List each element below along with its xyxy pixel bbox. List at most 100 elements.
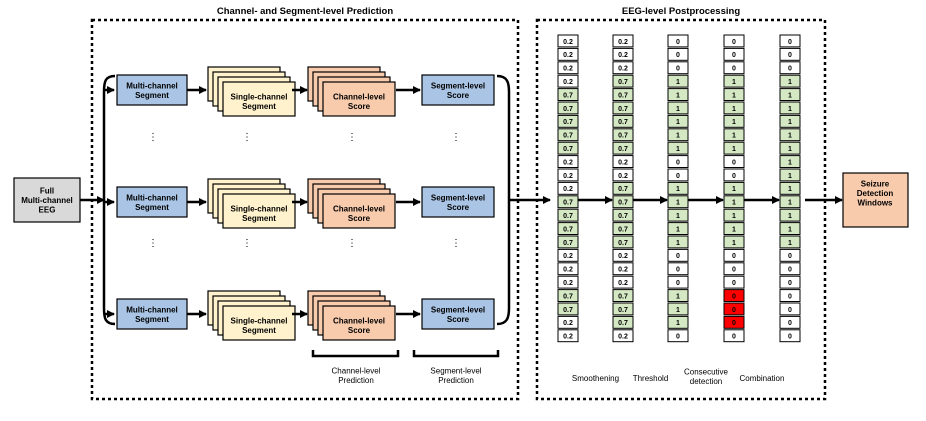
score-cell <box>557 168 579 182</box>
score-cell <box>557 289 579 303</box>
score-cell <box>612 235 634 249</box>
score-cell <box>667 168 689 182</box>
score-cell-value: 1 <box>676 240 680 247</box>
score-cell <box>612 61 634 75</box>
score-cell <box>612 248 634 262</box>
single-channel-segment-box <box>222 305 296 341</box>
score-cell-value: 0 <box>676 52 680 59</box>
fan-out-bracket <box>102 74 116 326</box>
score-cell <box>667 235 689 249</box>
score-cell-value: 0 <box>676 267 680 274</box>
score-cell-value: 0.2 <box>563 52 573 59</box>
score-cell <box>779 222 801 236</box>
score-cell-value: 1 <box>788 119 792 126</box>
score-cell-value: 0.2 <box>563 186 573 193</box>
score-cell-value: 0.7 <box>618 79 628 86</box>
score-cell-value: 1 <box>676 133 680 140</box>
score-cell-value: 0.7 <box>563 146 573 153</box>
score-cell-value: 0.7 <box>563 240 573 247</box>
score-cell-value: 0.2 <box>618 280 628 287</box>
score-cell <box>723 101 745 115</box>
score-cell-value: 1 <box>732 79 736 86</box>
ellipsis: ⋮ <box>347 238 357 249</box>
score-cell-value: 0.7 <box>618 240 628 247</box>
score-cell-value: 0.7 <box>618 293 628 300</box>
score-cell-value: 0.2 <box>563 79 573 86</box>
score-cell-value: 0.2 <box>563 320 573 327</box>
score-cell <box>723 155 745 169</box>
score-cell <box>612 168 634 182</box>
multi-channel-segment-box <box>116 186 188 218</box>
score-cell-value: 0 <box>732 320 736 327</box>
score-cell-value: 0.7 <box>563 213 573 220</box>
score-cell-value: 0 <box>732 66 736 73</box>
score-cell <box>612 289 634 303</box>
score-cell <box>557 114 579 128</box>
score-cell-value: 0 <box>732 334 736 341</box>
channel-level-score-box <box>322 81 396 117</box>
postprocessing-panel-title: EEG-level Postprocessing <box>622 6 740 17</box>
score-cell-value: 0.2 <box>563 39 573 46</box>
score-cell <box>723 181 745 195</box>
score-cell-value: 0.7 <box>563 226 573 233</box>
ellipsis-group: ⋮⋮⋮⋮⋮⋮⋮⋮ <box>148 132 461 249</box>
score-cell-value: 1 <box>676 213 680 220</box>
score-cell <box>723 235 745 249</box>
ellipsis: ⋮ <box>451 238 461 249</box>
score-cell-value: 0.2 <box>618 267 628 274</box>
score-cell <box>723 114 745 128</box>
score-cell-value: 0 <box>676 66 680 73</box>
score-cell <box>779 34 801 48</box>
score-cell <box>557 329 579 343</box>
score-cell-value: 0.7 <box>618 226 628 233</box>
score-cell <box>557 275 579 289</box>
score-cell-value: 0 <box>676 39 680 46</box>
score-cell <box>557 235 579 249</box>
score-cell-value: 0.7 <box>618 307 628 314</box>
score-cell-value: 0 <box>732 253 736 260</box>
score-cell <box>779 262 801 276</box>
score-cell <box>612 141 634 155</box>
score-cell <box>723 275 745 289</box>
score-cell <box>667 155 689 169</box>
score-cell-value: 1 <box>788 226 792 233</box>
score-cell-value: 1 <box>676 186 680 193</box>
score-cell <box>779 289 801 303</box>
score-cell <box>612 262 634 276</box>
score-cell <box>723 128 745 142</box>
score-cell-value: 1 <box>788 159 792 166</box>
single-channel-segment-box <box>222 81 296 117</box>
score-cell-value: 0 <box>788 253 792 260</box>
score-cell <box>723 74 745 88</box>
score-cell-value: 0.2 <box>618 334 628 341</box>
score-cell <box>557 262 579 276</box>
score-cell <box>779 114 801 128</box>
score-cell-value: 1 <box>676 320 680 327</box>
score-cell <box>723 34 745 48</box>
score-cell <box>667 74 689 88</box>
score-cell-value: 1 <box>788 173 792 180</box>
score-cell <box>612 114 634 128</box>
score-cell-value: 0.2 <box>618 66 628 73</box>
score-cell <box>667 47 689 61</box>
score-cell <box>723 141 745 155</box>
score-cell-value: 1 <box>788 146 792 153</box>
score-cell-value: 1 <box>732 119 736 126</box>
score-cell <box>667 222 689 236</box>
score-cell <box>612 34 634 48</box>
score-cell-value: 1 <box>732 146 736 153</box>
segment-prediction-brace <box>412 350 500 358</box>
score-cell <box>612 222 634 236</box>
score-cell-value: 0.2 <box>618 253 628 260</box>
score-cell-value: 0.2 <box>618 39 628 46</box>
score-cell <box>557 248 579 262</box>
channel-prediction-brace <box>311 350 400 358</box>
